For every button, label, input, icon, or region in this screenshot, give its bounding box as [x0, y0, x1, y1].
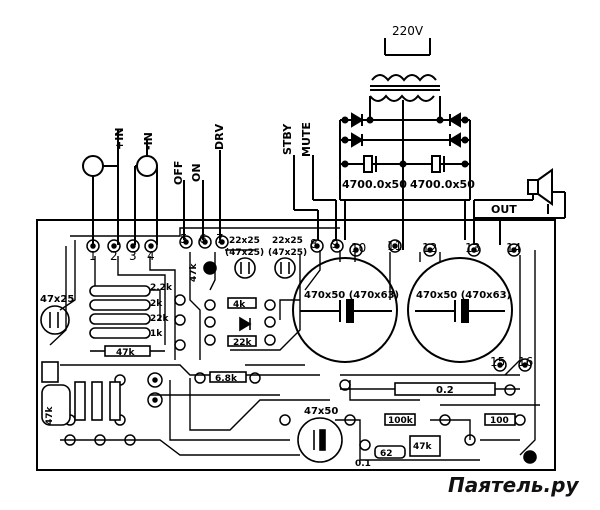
r-47k-side-label: 47k	[189, 262, 199, 282]
pin-5: 5	[180, 232, 188, 246]
pcb-traces	[49, 227, 540, 461]
pin-12: 12	[422, 241, 437, 255]
big-cap-2-label: 470x50 (470x63)	[416, 290, 511, 301]
pin-3: 3	[129, 249, 137, 263]
cap-47x25-a-label: (47x25)	[225, 248, 264, 258]
on-label: ON	[190, 163, 203, 182]
left-vertical-resistors	[41, 361, 121, 426]
pin-4: 4	[147, 249, 155, 263]
filter-cap-2-label: 4700.0x50	[410, 178, 475, 191]
neg-in-label: -IN	[142, 132, 155, 150]
pad-row	[64, 235, 532, 451]
pin-16: 16	[518, 355, 533, 369]
r-4k-label: 4k	[233, 300, 246, 310]
cap-01-label: 0.1	[355, 459, 371, 469]
r-22k-a-label: 2.2k	[150, 283, 173, 293]
filter-capacitors	[340, 155, 470, 240]
cap-47x25-left-label: 47x25	[40, 294, 74, 305]
pin-6: 6	[199, 232, 207, 246]
speaker-icon	[473, 168, 566, 245]
pin-9: 9	[331, 237, 339, 251]
mains-voltage-label: 220V	[392, 24, 424, 38]
pin-14: 14	[506, 241, 521, 255]
resistor-array	[89, 285, 165, 357]
off-label: OFF	[172, 161, 185, 185]
pin-11: 11	[387, 239, 402, 253]
r-1k-label: 1k	[150, 329, 163, 339]
r-100-label: 100	[490, 416, 509, 426]
pin-8: 8	[310, 237, 318, 251]
middle-resistors	[209, 297, 257, 383]
cap-22x25-b-label: 22x25	[272, 236, 303, 246]
pcb-outline	[36, 219, 556, 471]
cap-47x25-b-label: (47x25)	[268, 248, 307, 258]
big-capacitor-2	[407, 257, 513, 363]
small-electrolytics	[203, 257, 296, 279]
pin-2: 2	[110, 249, 118, 263]
capacitor-47x25-left	[40, 305, 70, 335]
pin-15: 15	[490, 355, 505, 369]
pin-13: 13	[465, 241, 480, 255]
big-capacitor-1	[292, 257, 398, 363]
r-22k-c-label: 22k	[233, 338, 253, 348]
cap-47x50-label: 47x50	[304, 406, 338, 417]
pin-1: 1	[89, 249, 97, 263]
out-label: OUT	[491, 203, 517, 216]
mute-label: MUTE	[300, 122, 313, 157]
control-wires	[183, 150, 337, 240]
bridge-rectifier	[339, 112, 471, 200]
cap-22x25-a-label: 22x25	[229, 236, 260, 246]
transformer	[369, 38, 441, 250]
pin-10: 10	[351, 241, 366, 255]
r-100k-label: 100k	[388, 416, 414, 426]
stby-label: STBY	[281, 123, 294, 155]
pin-7: 7	[216, 232, 224, 246]
r-62-label: 62	[380, 449, 393, 459]
r-47k-vertical-label: 47k	[45, 405, 55, 425]
drv-label: DRV	[213, 123, 226, 150]
big-cap-1-label: 470x50 (470x63)	[304, 290, 399, 301]
r-68k-label: 6.8k	[215, 374, 238, 384]
pin-in-label: +IN	[113, 127, 126, 150]
bottom-components	[297, 382, 537, 464]
r-2k-label: 2k	[150, 299, 163, 309]
input-jacks	[82, 130, 158, 245]
r-22k-b-label: 22k	[150, 314, 170, 324]
r-02-label: 0.2	[436, 385, 454, 396]
r-47k-label: 47k	[116, 348, 136, 358]
r-47k-bottom-label: 47k	[413, 442, 433, 452]
watermark: Паятель.ру	[448, 473, 579, 497]
filter-cap-1-label: 4700.0x50	[342, 178, 407, 191]
